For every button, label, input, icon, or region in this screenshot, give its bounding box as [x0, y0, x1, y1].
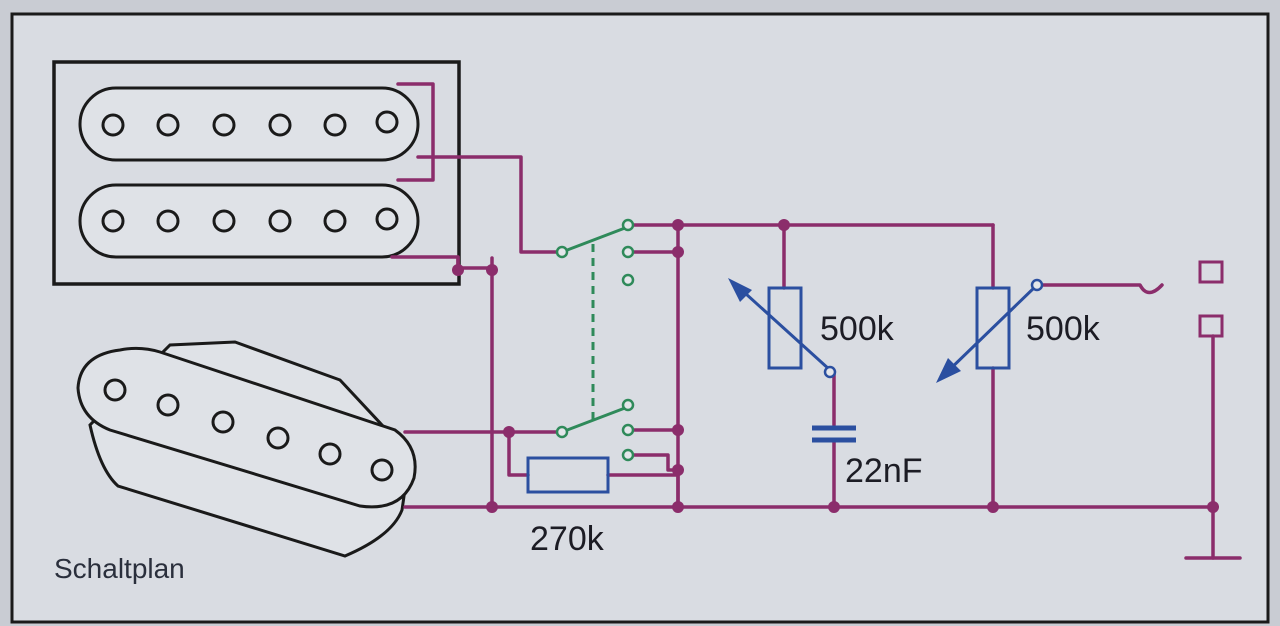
junction-dot [672, 219, 684, 231]
output-jack [1198, 260, 1224, 338]
selector-switch [555, 218, 635, 462]
tone-pot-terminal [823, 365, 837, 379]
pole-piece [103, 378, 127, 402]
pole-piece [268, 113, 292, 137]
humbucker-coil-link [396, 82, 435, 182]
humbucker-pickup [52, 60, 461, 286]
volume-pot-terminal [1030, 278, 1044, 292]
jack-sleeve-terminal [1198, 314, 1224, 338]
junction-dot [1207, 501, 1219, 513]
jack-tip-terminal [1198, 260, 1224, 284]
switch-contact [555, 245, 569, 259]
pole-piece [370, 458, 394, 482]
volume-pot-wiper [942, 283, 1039, 377]
junction-dot [672, 501, 684, 513]
diagram-title: Schaltplan [54, 553, 185, 584]
humbucker-poles-top [101, 110, 399, 137]
pole-piece [268, 209, 292, 233]
tone-pot-wiper [733, 282, 832, 372]
switch-contact [621, 218, 635, 232]
junction-dot [778, 219, 790, 231]
resistor-label: 270k [530, 520, 605, 558]
switch-contact [621, 273, 635, 287]
pole-piece [212, 209, 236, 233]
output-wire [1035, 283, 1164, 295]
tone-potentiometer [728, 278, 837, 379]
pole-piece [375, 207, 399, 231]
junction-dot [672, 464, 684, 476]
resistor-lead-left [507, 430, 530, 477]
pole-piece [101, 113, 125, 137]
pole-piece [323, 209, 347, 233]
junction-dot [486, 501, 498, 513]
pole-piece [156, 393, 180, 417]
humbucker-poles-bottom [101, 207, 399, 233]
capacitor-label: 22nF [845, 452, 923, 490]
junction-dot [486, 264, 498, 276]
pole-piece [156, 209, 180, 233]
pole-piece [101, 209, 125, 233]
single-coil-top [76, 346, 417, 509]
pole-piece [323, 113, 347, 137]
tone-pot-body [767, 286, 803, 370]
resistor-symbol [526, 456, 610, 494]
pole-piece [156, 113, 180, 137]
wiring [390, 82, 1242, 560]
junction-dot [503, 426, 515, 438]
diagram-border [10, 12, 1270, 624]
pole-piece [318, 442, 342, 466]
switch-contact [621, 398, 635, 412]
pole-piece [375, 110, 399, 134]
humbucker-hot-wire [416, 155, 564, 254]
tone-pot-arrowhead [728, 278, 752, 302]
switch-lever-top [560, 226, 627, 254]
volume-potentiometer [936, 278, 1044, 383]
junction-dots [452, 219, 1219, 513]
humbucker-frame [52, 60, 461, 286]
pole-piece [211, 410, 235, 434]
pole-piece [266, 426, 290, 450]
pole-piece [212, 113, 236, 137]
junction-dot [672, 246, 684, 258]
volume-pot-arrowhead [936, 358, 961, 383]
switch-contact [621, 245, 635, 259]
capacitor [812, 425, 856, 443]
switch-contact [621, 423, 635, 437]
volume-pot-label: 500k [1026, 310, 1101, 348]
humbucker-coil-top [78, 86, 420, 162]
humbucker-coil-bottom [78, 183, 420, 259]
single-coil-pickup [76, 340, 417, 558]
junction-dot [672, 424, 684, 436]
junction-dot [987, 501, 999, 513]
junction-dot [828, 501, 840, 513]
tone-pot-label: 500k [820, 310, 895, 348]
volume-pot-body [975, 286, 1011, 370]
switch-contact [555, 425, 569, 439]
junction-dot [452, 264, 464, 276]
switch-contact [621, 448, 635, 462]
